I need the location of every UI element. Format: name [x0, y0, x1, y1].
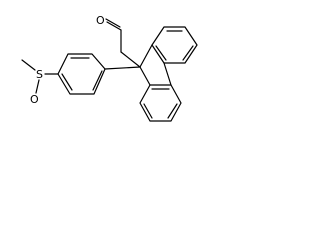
structure-canvas: O S O: [0, 0, 225, 149]
phenyl-ring: [57, 53, 106, 95]
atom-label-oxygen-aldehyde: O: [96, 14, 105, 27]
atom-label-sulfur: S: [36, 68, 43, 81]
sulfoxide-group: [21, 59, 59, 94]
c9-aryl-bond: [104, 66, 141, 70]
fluorene-lower-ring: [139, 84, 182, 122]
fluorene-upper-ring: [151, 26, 198, 64]
fluorene-five-membered-ring: [139, 44, 172, 86]
atom-label-oxygen-sulfoxide: O: [30, 93, 39, 106]
chemical-structure-diagram: O S O: [21, 14, 198, 122]
aldehyde-chain: [105, 18, 141, 68]
